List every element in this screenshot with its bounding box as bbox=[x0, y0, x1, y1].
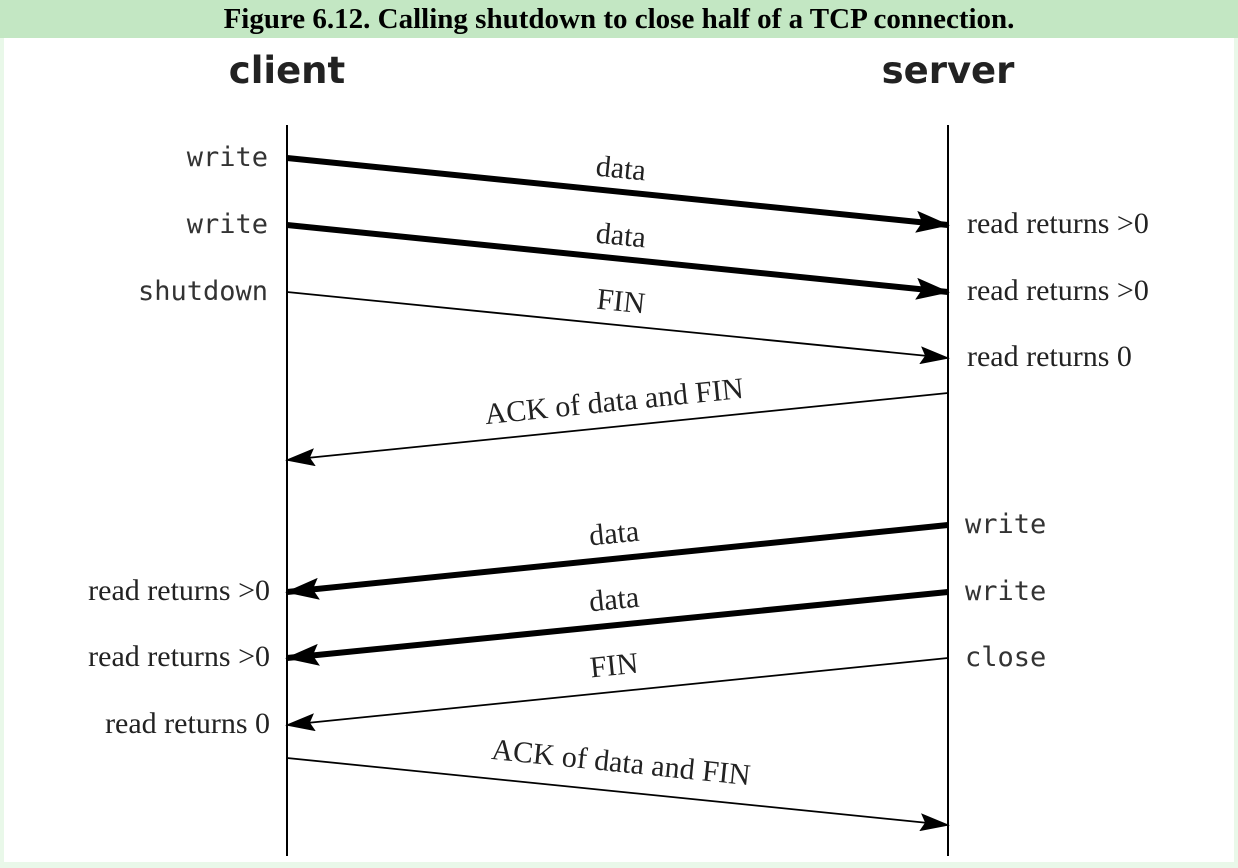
message-arrow bbox=[286, 222, 950, 300]
message-7: FIN close read returns 0 bbox=[105, 642, 1046, 740]
message-5: data write read returns >0 bbox=[88, 509, 1046, 607]
client-call: read returns >0 bbox=[88, 574, 270, 607]
message-arrow bbox=[285, 392, 949, 467]
message-label: ACK of data and FIN bbox=[483, 372, 745, 431]
message-label: data bbox=[594, 150, 647, 188]
message-arrow bbox=[285, 657, 949, 732]
message-4: ACK of data and FIN bbox=[285, 372, 949, 467]
message-arrow bbox=[286, 155, 950, 233]
figure-title: Figure 6.12. Calling shutdown to close h… bbox=[223, 2, 1015, 35]
client-call: read returns >0 bbox=[88, 640, 270, 673]
message-1: data write read returns >0 bbox=[187, 142, 1149, 240]
message-arrow bbox=[286, 757, 950, 832]
message-label: FIN bbox=[588, 647, 639, 685]
client-header: client bbox=[229, 49, 345, 92]
client-call: shutdown bbox=[138, 276, 268, 307]
message-arrow bbox=[286, 291, 950, 365]
server-call: read returns >0 bbox=[967, 207, 1149, 240]
message-2: data write read returns >0 bbox=[187, 209, 1149, 307]
message-6: data write read returns >0 bbox=[88, 576, 1046, 673]
server-call: close bbox=[965, 642, 1046, 673]
server-call: write bbox=[965, 509, 1046, 540]
server-header: server bbox=[882, 49, 1016, 92]
client-call: write bbox=[187, 209, 268, 240]
message-label: data bbox=[588, 581, 641, 619]
server-call: read returns >0 bbox=[967, 274, 1149, 307]
message-label: data bbox=[588, 515, 641, 553]
message-arrow bbox=[285, 522, 949, 600]
message-label: FIN bbox=[595, 283, 646, 321]
message-arrow bbox=[285, 589, 949, 666]
client-call: read returns 0 bbox=[105, 707, 270, 740]
diagram-panel bbox=[4, 38, 1234, 862]
client-call: write bbox=[187, 142, 268, 173]
message-8: ACK of data and FIN bbox=[286, 733, 950, 832]
server-call: read returns 0 bbox=[967, 340, 1132, 373]
message-3: FIN shutdown read returns 0 bbox=[138, 276, 1132, 373]
message-label: data bbox=[594, 217, 647, 255]
figure-title-bar: Figure 6.12. Calling shutdown to close h… bbox=[0, 0, 1238, 38]
server-call: write bbox=[965, 576, 1046, 607]
